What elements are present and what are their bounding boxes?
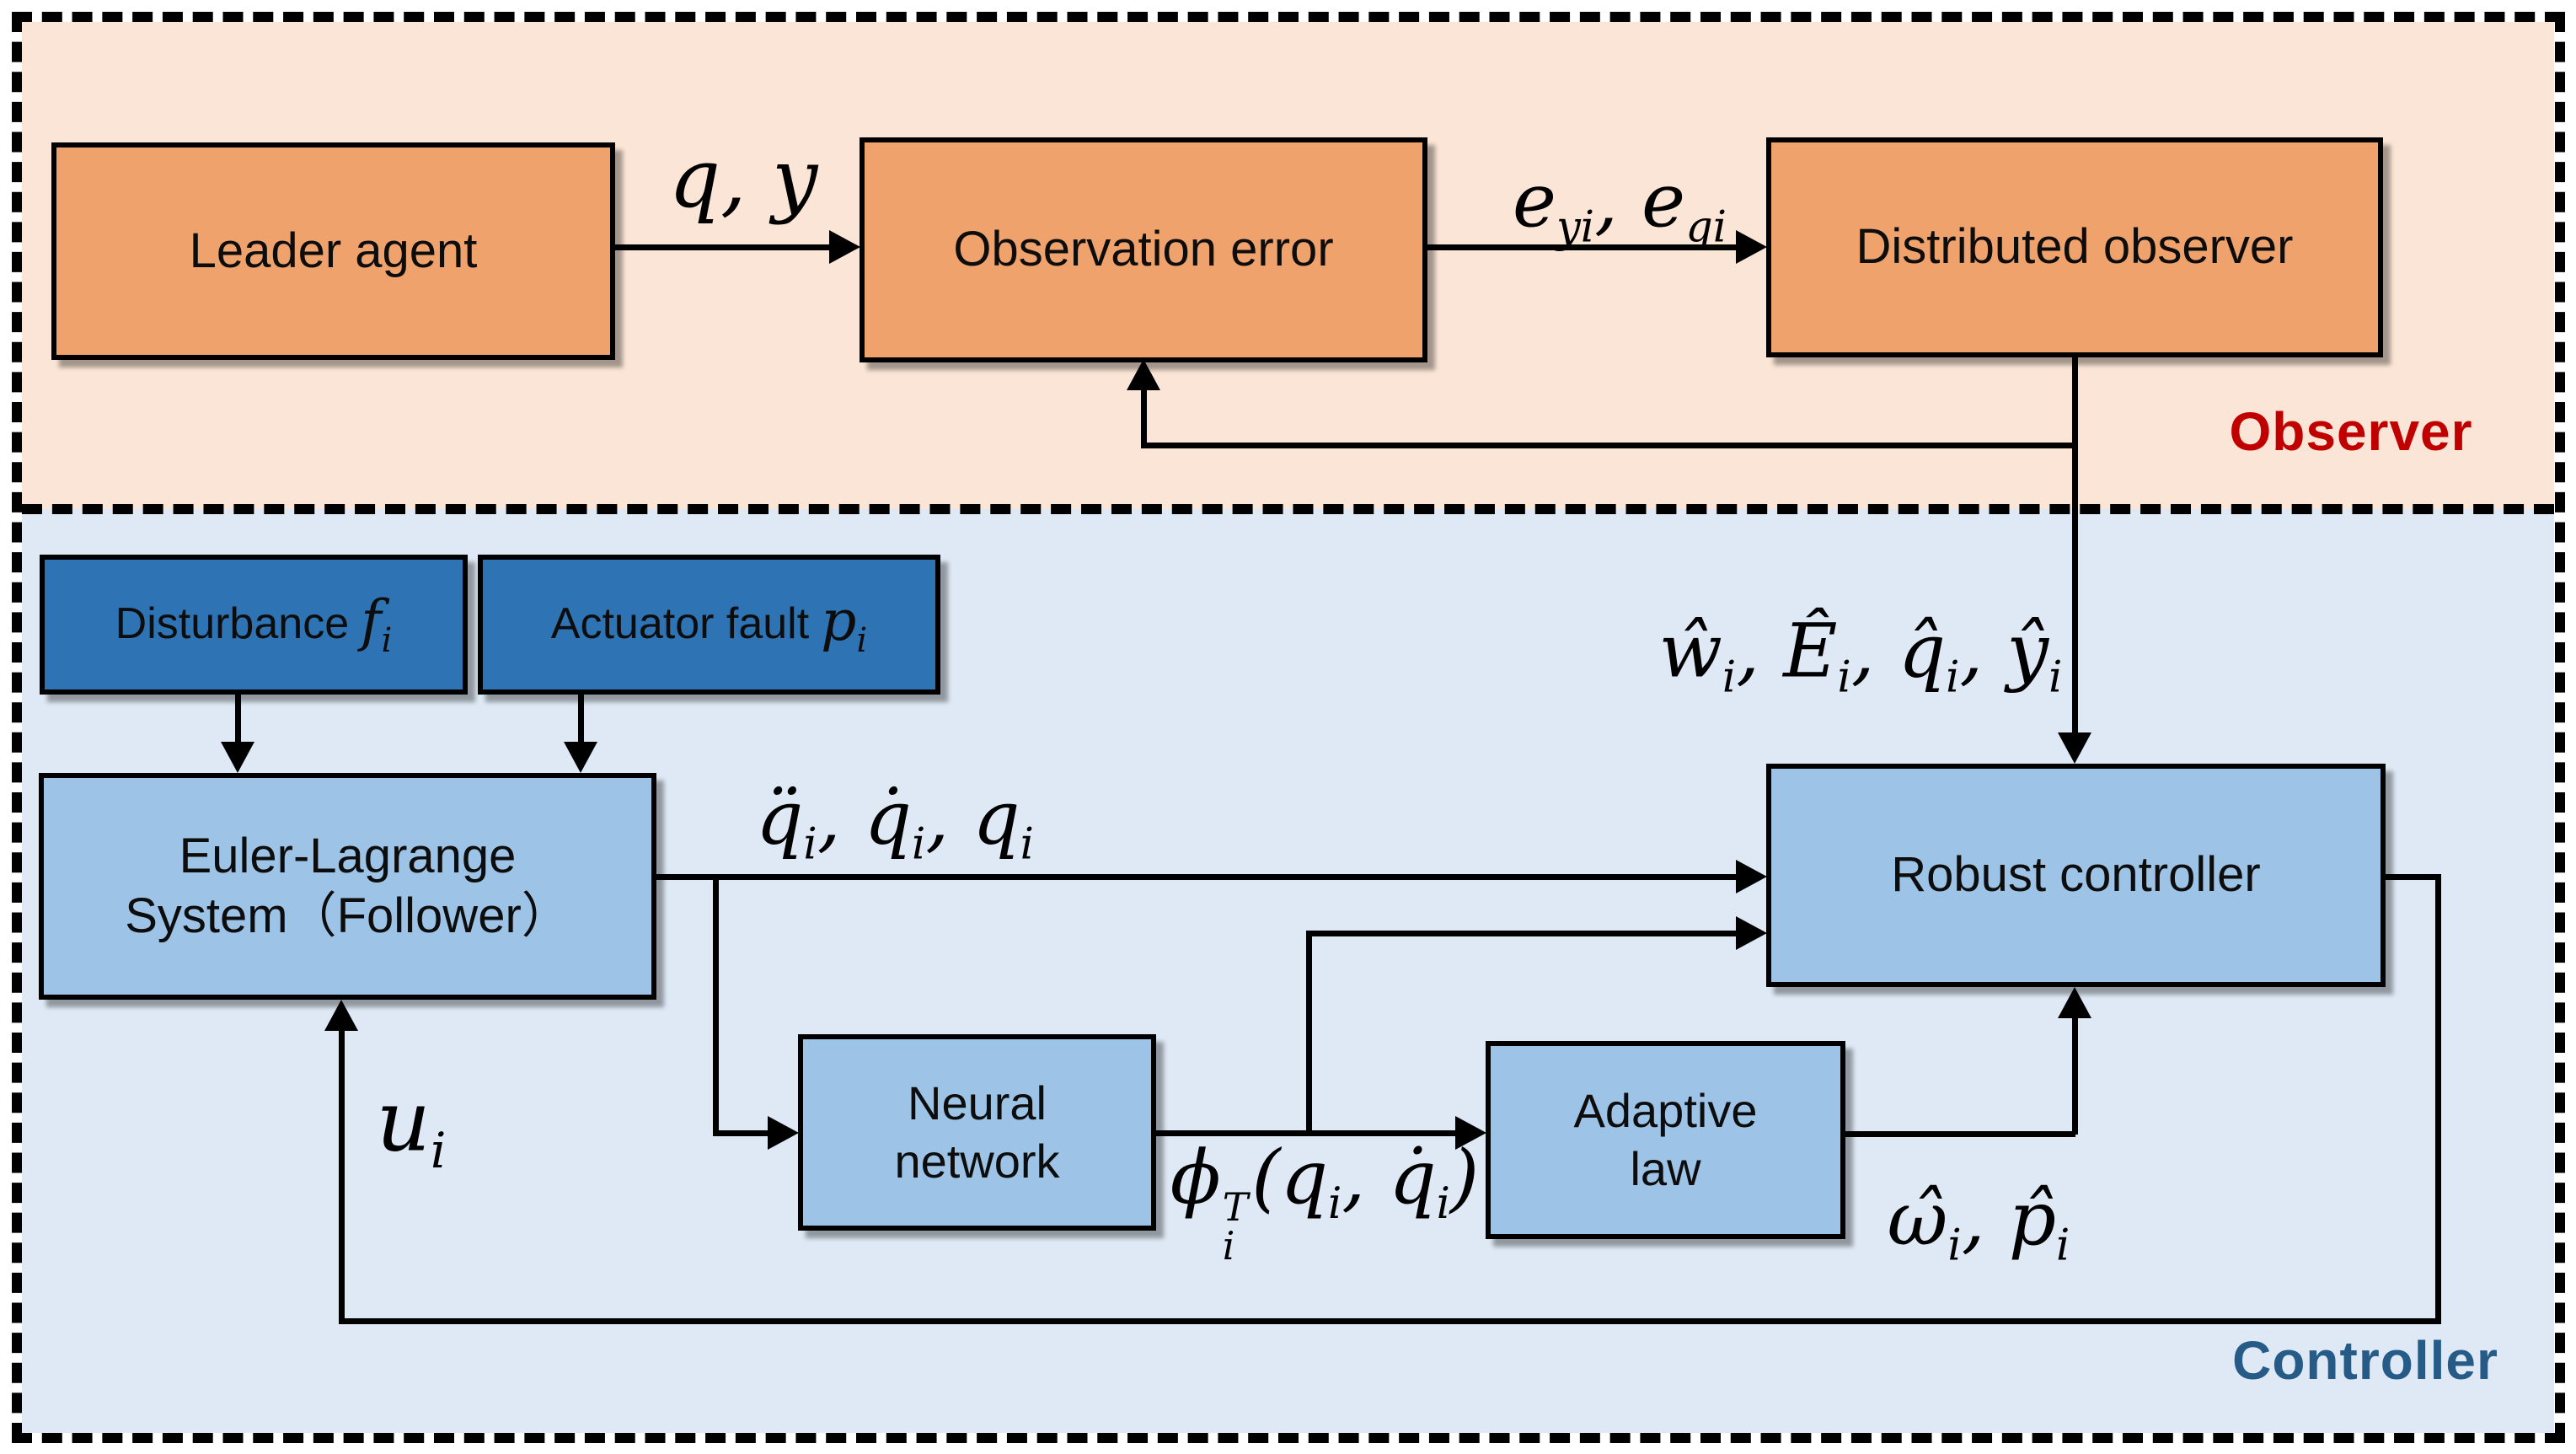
signal-observer-estimates: ŵi, Êi, q̂i, ŷi: [1658, 607, 2063, 703]
signal-q-states: q̈i, q̇i, qi: [756, 774, 1034, 870]
observation-error-box: Observation error: [860, 137, 1427, 362]
arrowhead-into-robust-controller-top: [2058, 732, 2091, 764]
line-observer-feedback-drop: [2072, 357, 2078, 448]
disturbance-symbol: fi: [361, 588, 393, 661]
arrowhead-actuator-fault-into-plant: [564, 742, 597, 773]
line-observer-feedback-rise: [1141, 389, 1147, 445]
signal-q-y: q, y: [668, 131, 818, 226]
euler-lagrange-label: Euler-Lagrange System（Follower）: [125, 828, 570, 943]
robust-controller-label: Robust controller: [1891, 847, 2261, 903]
arrowhead-nn-branch-into-robust: [1736, 916, 1767, 950]
adaptive-law-box: Adaptive law: [1486, 1041, 1845, 1239]
distributed-observer-box: Distributed observer: [1766, 137, 2383, 357]
line-control-feedback-rise: [339, 1030, 345, 1322]
line-neural-to-adaptive: [1156, 1130, 1455, 1136]
arrowhead-states-into-robust-controller: [1736, 860, 1767, 893]
arrowhead-into-robust-controller-bottom: [2058, 987, 2091, 1018]
euler-lagrange-box: Euler-Lagrange System（Follower）: [39, 773, 656, 1000]
line-control-out: [2386, 874, 2441, 880]
leader-agent-box: Leader agent: [51, 142, 615, 360]
line-branch-to-neural-network: [713, 877, 719, 1135]
line-nn-branch-to-robust: [1306, 931, 1738, 936]
line-observer-feedback-horizontal: [1141, 443, 2076, 448]
line-into-neural-network: [713, 1130, 769, 1136]
arrowhead-into-observation-error: [829, 230, 860, 264]
line-nn-branch-up: [1306, 933, 1312, 1134]
signal-eyi-eqi: eyi, eqi: [1512, 157, 1727, 253]
line-disturbance-to-plant: [235, 695, 241, 743]
arrowhead-disturbance-into-plant: [221, 742, 254, 773]
disturbance-label: Disturbance: [115, 599, 350, 649]
line-estimates-to-robust-controller: [2072, 446, 2078, 734]
actuator-fault-label: Actuator fault: [550, 599, 810, 649]
robust-controller-box: Robust controller: [1766, 764, 2386, 987]
line-control-feedback-bottom: [339, 1318, 2441, 1324]
line-leader-to-observation-error: [615, 244, 831, 250]
arrowhead-into-neural-network: [768, 1116, 799, 1150]
signal-omega-p-estimates: ω̂i, p̂i: [1887, 1175, 2070, 1271]
signal-u-control: ui: [376, 1071, 447, 1179]
line-adaptive-out-rise: [2072, 1017, 2078, 1135]
line-observation-error-to-distributed-observer: [1427, 244, 1738, 250]
arrowhead-into-observation-error-bottom: [1127, 359, 1160, 390]
line-control-down: [2435, 874, 2441, 1324]
actuator-fault-symbol: pi: [821, 588, 868, 661]
observer-section-tag: Observer: [2229, 401, 2473, 462]
adaptive-law-label: Adaptive law: [1573, 1084, 1758, 1195]
line-adaptive-out-horizontal: [1845, 1131, 2075, 1137]
arrowhead-into-adaptive-law: [1455, 1116, 1486, 1150]
neural-network-label: Neural network: [894, 1076, 1060, 1188]
leader-agent-label: Leader agent: [189, 223, 478, 278]
controller-section-tag: Controller: [2232, 1330, 2498, 1391]
arrowhead-into-plant-bottom: [324, 1000, 358, 1031]
neural-network-box: Neural network: [798, 1034, 1156, 1231]
line-actuator-fault-to-plant: [578, 695, 584, 743]
line-states-to-robust-controller: [656, 874, 1738, 880]
arrowhead-into-distributed-observer: [1736, 230, 1767, 264]
observation-error-label: Observation error: [953, 222, 1334, 277]
distributed-observer-label: Distributed observer: [1856, 219, 2294, 275]
section-divider-dashed-line: [22, 504, 2554, 514]
